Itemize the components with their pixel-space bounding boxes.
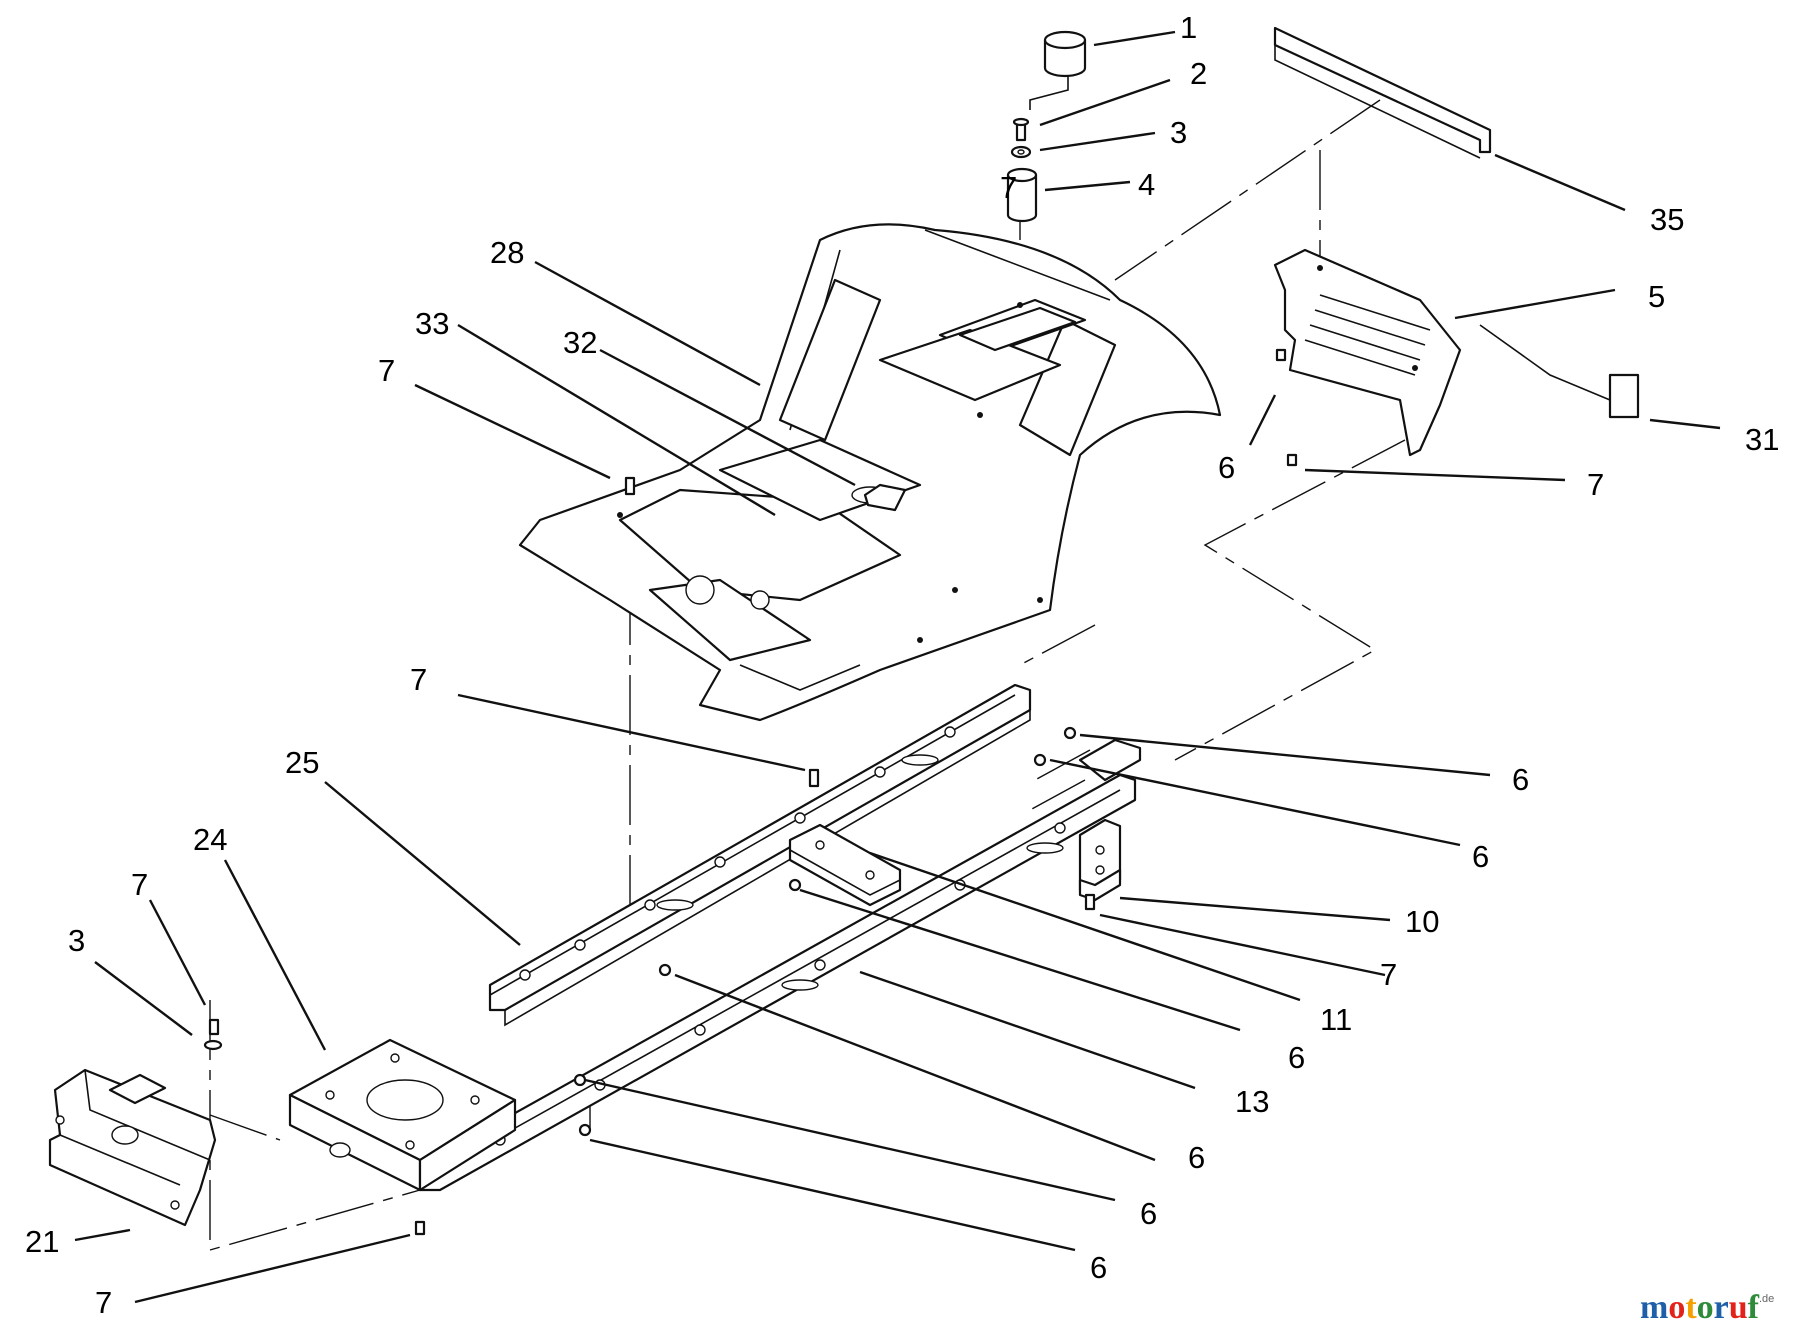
callout-1: 1	[1180, 10, 1197, 45]
callout-6-b: 6	[1512, 762, 1529, 797]
callout-11: 11	[1320, 1002, 1352, 1037]
callout-10: 10	[1405, 904, 1439, 939]
callout-7-c: 7	[410, 662, 427, 697]
part-fender	[518, 223, 1222, 722]
callout-7-e: 7	[1380, 957, 1397, 992]
callout-6-g: 6	[1090, 1250, 1107, 1285]
callout-28: 28	[490, 235, 524, 270]
svg-text:motoruf.de: motoruf.de	[1640, 1289, 1774, 1326]
part-bolt-washer-spacer	[1006, 117, 1038, 223]
part-bracket	[1078, 818, 1122, 902]
callout-6-a: 6	[1218, 450, 1235, 485]
callout-7-b: 7	[1587, 467, 1604, 502]
wm-letter-f: f	[1748, 1289, 1760, 1326]
callout-21: 21	[25, 1224, 59, 1259]
wm-suffix: .de	[1759, 1293, 1774, 1305]
callout-4: 4	[1138, 167, 1155, 202]
callout-35: 35	[1650, 202, 1684, 237]
callout-6-f: 6	[1140, 1196, 1157, 1231]
wm-letter-u: u	[1729, 1289, 1748, 1326]
callout-24: 24	[193, 822, 227, 857]
callout-2: 2	[1190, 56, 1207, 91]
callout-6-d: 6	[1288, 1040, 1305, 1075]
callout-13: 13	[1235, 1084, 1269, 1119]
callout-3: 3	[1170, 115, 1187, 150]
watermark-logo: motoruf.de	[1640, 1289, 1774, 1326]
callout-numbers: 1 2 3 4 7 35 28 5 33 32 7 31 6 7 7 6 25 …	[25, 10, 1779, 1320]
part-label-31	[1608, 373, 1640, 419]
part-knob	[1029, 30, 1087, 110]
assembly-lines	[209, 99, 1611, 1251]
callout-32: 32	[563, 325, 597, 360]
part-decal-32	[863, 483, 907, 512]
callout-6-e: 6	[1188, 1140, 1205, 1175]
wm-letter-t: t	[1685, 1289, 1697, 1326]
callout-3-b: 3	[68, 923, 85, 958]
leader-lines	[74, 30, 1721, 1304]
wm-letter-o2: o	[1697, 1289, 1714, 1326]
wm-letter-o1: o	[1668, 1289, 1685, 1326]
part-shroud	[1273, 248, 1462, 457]
callout-7-spacer: 7	[1000, 170, 1017, 205]
part-frame-rail-25	[488, 683, 1032, 1027]
callout-31: 31	[1745, 422, 1779, 457]
hardware	[203, 348, 1298, 1236]
callout-25: 25	[285, 745, 319, 780]
callout-7-f: 7	[95, 1285, 112, 1320]
callout-7-d: 7	[131, 867, 148, 902]
callout-7-a: 7	[378, 353, 395, 388]
part-rail	[1273, 26, 1492, 159]
callout-5: 5	[1648, 279, 1665, 314]
part-engine-plate	[288, 1038, 517, 1192]
part-deck-bracket	[48, 1068, 217, 1227]
part-cross-member	[788, 823, 902, 907]
wm-letter-r: r	[1714, 1289, 1729, 1326]
callout-6-c: 6	[1472, 839, 1489, 874]
callout-33: 33	[415, 306, 449, 341]
wm-letter-m: m	[1640, 1289, 1668, 1326]
